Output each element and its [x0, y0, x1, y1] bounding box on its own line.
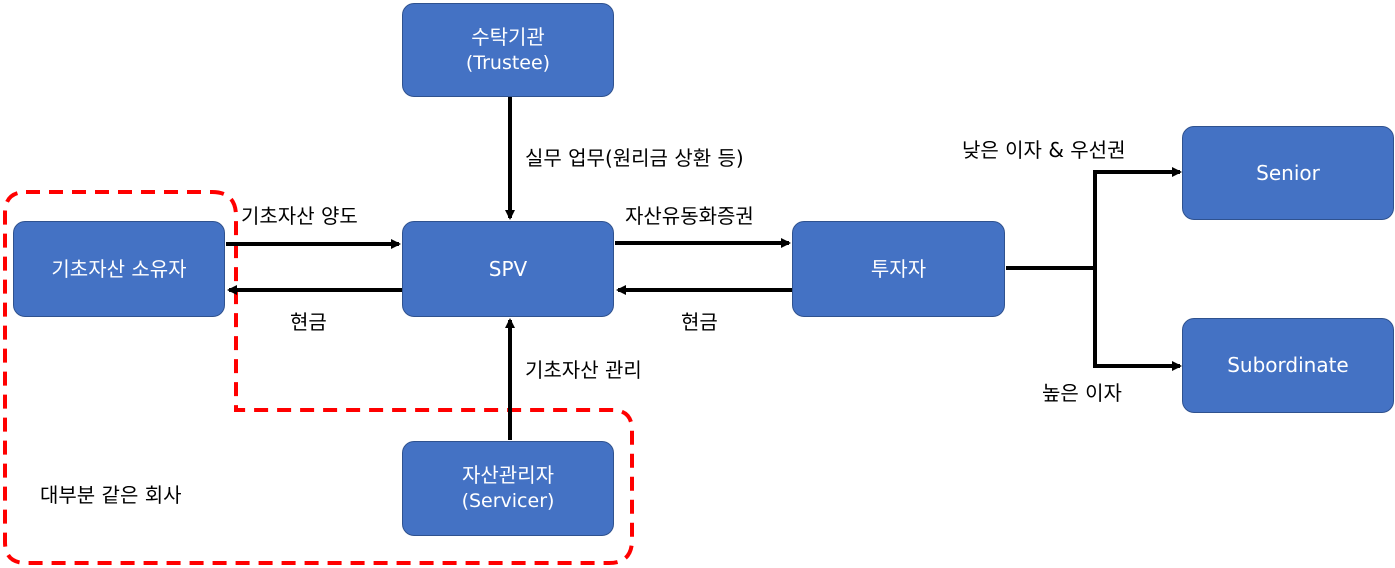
servicer-node: 자산관리자 (Servicer)	[402, 441, 614, 536]
asset-owner-title: 기초자산 소유자	[51, 256, 187, 281]
senior-node: Senior	[1182, 126, 1394, 220]
cash-to-owner-label: 현금	[290, 310, 327, 334]
trustee-duty-label: 실무 업무(원리금 상환 등)	[525, 146, 744, 170]
asset-owner-node: 기초자산 소유자	[13, 221, 225, 317]
same-company-note: 대부분 같은 회사	[40, 483, 182, 507]
spv-node: SPV	[402, 221, 614, 317]
trustee-node: 수탁기관 (Trustee)	[402, 3, 614, 97]
servicer-subtitle: (Servicer)	[461, 490, 555, 513]
asset-transfer-label: 기초자산 양도	[241, 204, 358, 228]
senior-terms-label: 낮은 이자 & 우선권	[962, 138, 1126, 162]
arrow-split-to-senior	[1093, 167, 1182, 268]
abs-label: 자산유동화증권	[625, 204, 754, 228]
trustee-subtitle: (Trustee)	[465, 51, 551, 74]
servicer-title: 자산관리자	[462, 463, 554, 488]
investor-node: 투자자	[792, 221, 1005, 317]
asset-management-label: 기초자산 관리	[525, 358, 642, 382]
subordinate-title: Subordinate	[1227, 353, 1349, 377]
same-company-dashed-region	[3, 190, 634, 565]
spv-title: SPV	[488, 256, 528, 281]
senior-title: Senior	[1256, 160, 1320, 185]
subordinate-terms-label: 높은 이자	[1042, 381, 1122, 405]
cash-to-spv-label: 현금	[681, 310, 718, 334]
subordinate-node: Subordinate	[1182, 318, 1394, 413]
trustee-title: 수탁기관	[471, 24, 545, 49]
arrow-split-to-subordinate	[1093, 268, 1182, 371]
investor-title: 투자자	[870, 256, 927, 281]
